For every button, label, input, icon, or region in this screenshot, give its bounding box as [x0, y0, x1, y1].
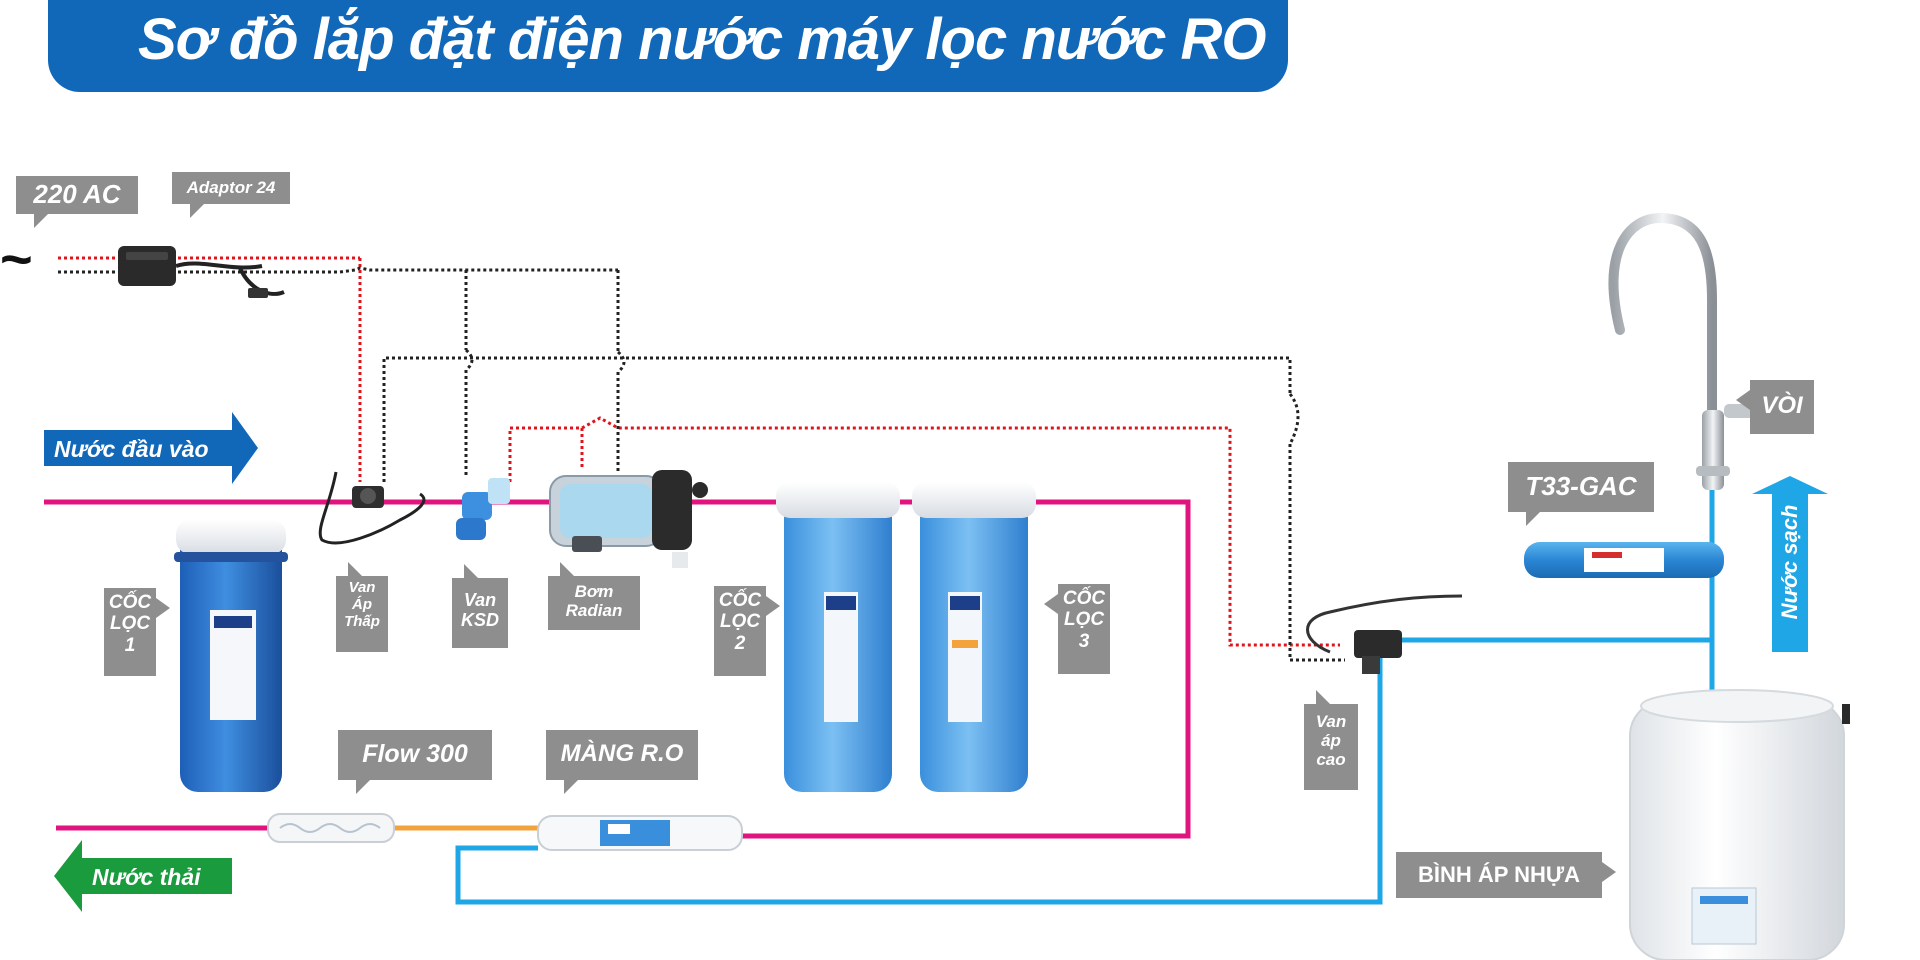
low-valve-line: Van	[348, 579, 376, 596]
high-pressure-switch-image	[1306, 594, 1463, 674]
low-valve-line: Áp	[352, 595, 372, 613]
label-faucet: VÒI	[1736, 380, 1814, 434]
low-pressure-switch-image	[318, 471, 426, 545]
label-adaptor-24: Adaptor 24	[172, 172, 290, 218]
waste-arrow-label: Nước thải	[92, 864, 201, 890]
filter-cup-2-line: 2	[734, 632, 746, 654]
filter-cup-1-image	[174, 520, 288, 792]
label-flow-300: Flow 300	[338, 730, 492, 794]
filter-cup-1-line: 1	[124, 634, 136, 656]
filter-cup-3-line: 3	[1078, 630, 1090, 652]
signal-wiring-black	[58, 266, 1345, 662]
high-valve-line: Van	[1315, 712, 1347, 731]
label-pressure-tank: BÌNH ÁP NHỰA	[1396, 852, 1616, 898]
label-filter-cup-3: CỐC LỌC 3	[1044, 584, 1110, 674]
high-valve-line: áp	[1321, 731, 1341, 751]
booster-pump-line: Radian	[565, 601, 623, 621]
clean-arrow-label: Nước sạch	[1777, 504, 1802, 620]
clean-arrow	[1752, 476, 1828, 652]
filter-cup-3-image	[912, 482, 1036, 792]
inlet-arrow-label: Nước đầu vào	[54, 436, 209, 462]
filter-cup-2-line: LỌC	[719, 611, 761, 633]
faucet-image	[1608, 212, 1754, 490]
filter-cup-1-line: LỌC	[109, 613, 151, 635]
booster-pump-line: Bơm	[574, 582, 614, 601]
waste-arrow	[54, 840, 232, 912]
t33-gac-filter-image	[1524, 542, 1724, 578]
label-t33-gac: T33-GAC	[1508, 462, 1654, 526]
ksd-valve-image	[456, 478, 510, 540]
label-ksd-valve: Van KSD	[452, 564, 508, 648]
filter-cup-2-image	[776, 482, 900, 792]
booster-pump-image	[549, 470, 708, 568]
filter-cup-1-line: CỐC	[108, 592, 152, 613]
ksd-valve-line: Van	[463, 590, 497, 610]
label-filter-cup-2: CỐC LỌC 2	[714, 586, 780, 676]
ksd-valve-line: KSD	[460, 610, 499, 631]
low-valve-line: Thấp	[344, 612, 380, 630]
ro-membrane-image	[537, 815, 743, 851]
filter-cup-3-line: CỐC	[1062, 588, 1106, 609]
label-low-pressure-valve: Van Áp Thấp	[336, 562, 388, 652]
label-220-ac: 220 AC	[16, 176, 138, 228]
label-ro-membrane: MÀNG R.O	[546, 730, 698, 794]
diagram-title: Sơ đồ lắp đặt điện nước máy lọc nước RO	[138, 7, 1266, 72]
title-banner: Sơ đồ lắp đặt điện nước máy lọc nước RO	[48, 0, 1288, 92]
high-valve-line: cao	[1316, 750, 1346, 770]
power-adaptor-image	[118, 246, 285, 298]
inlet-arrow	[44, 412, 258, 484]
filter-cup-3-line: LỌC	[1063, 609, 1105, 631]
pressure-tank-image	[1629, 689, 1850, 960]
label-high-pressure-valve: Van áp cao	[1304, 690, 1358, 790]
filter-cup-2-line: CỐC	[718, 590, 762, 611]
power-wiring-red	[58, 256, 1340, 647]
label-booster-pump: Bơm Radian	[548, 562, 640, 630]
label-filter-cup-1: CỐC LỌC 1	[104, 588, 170, 676]
ac-source-symbol: ~	[0, 227, 33, 290]
flow-restrictor-image	[267, 813, 395, 843]
